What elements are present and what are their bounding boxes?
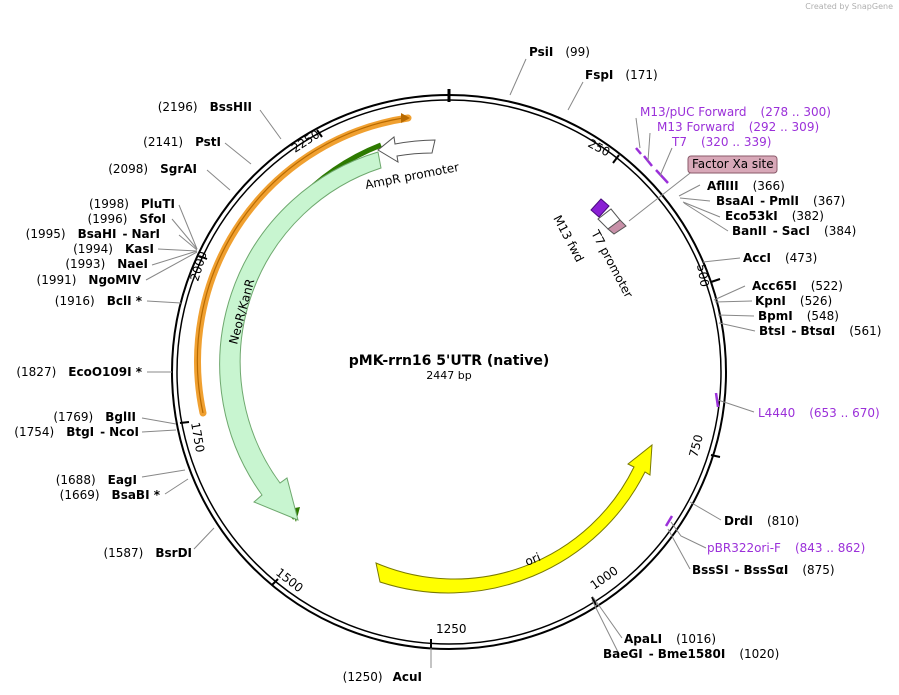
t7-promoter-arrow-b: [607, 219, 627, 235]
site-acci: AccI(473): [743, 251, 817, 265]
site-bsshii: (2196)BssHII: [158, 100, 252, 114]
plasmid-name: pMK-rrn16 5'UTR (native): [349, 353, 549, 369]
tick-500: 500: [694, 263, 712, 288]
ampr-promoter-arrow: [377, 136, 436, 163]
snapgene-watermark: Created by SnapGene: [805, 2, 893, 11]
m13fwd-arrow: [590, 198, 610, 218]
tick-750: 750: [686, 433, 705, 459]
site-kasi: (1994)KasI: [73, 242, 154, 256]
scale-ticks: [179, 129, 721, 648]
factorxa-box: [687, 155, 778, 174]
primer-pbr322: pBR322ori-F(843 .. 862): [707, 541, 865, 555]
site-bsahi: (1995)BsaHI-NarI: [26, 227, 160, 241]
m13fwd-label: M13 fwd: [550, 213, 586, 265]
leader-lines-left: [141, 109, 282, 550]
site-psti: (2141)PstI: [143, 135, 221, 149]
site-baegi: BaeGI-Bme1580I(1020): [603, 647, 779, 661]
ori-arrow: [375, 443, 653, 594]
tick-2000: 2000: [187, 250, 209, 283]
plasmid-size: 2447 bp: [426, 369, 471, 382]
site-naei: (1993)NaeI: [65, 257, 148, 271]
site-drdi: DrdI(810): [724, 514, 799, 528]
site-sgrai: (2098)SgrAI: [108, 162, 197, 176]
site-banii: BanII-SacI(384): [732, 224, 856, 238]
primer-m13f: M13 Forward(292 .. 309): [657, 120, 819, 134]
site-ecoo109i: (1827)EcoO109I *: [16, 365, 142, 379]
site-afliii: AflIII(366): [707, 179, 785, 193]
primer-l4440: L4440(653 .. 670): [758, 406, 880, 420]
site-bsabi: (1669)BsaBI *: [60, 488, 161, 502]
tick-1750: 1750: [188, 421, 207, 454]
site-eco53ki: Eco53kI(382): [725, 209, 824, 223]
tick-250: 250: [586, 136, 613, 159]
site-pluti: (1998)PluTI: [89, 197, 175, 211]
site-bglii: (1769)BglII: [53, 410, 136, 424]
neokan-arrow: [219, 151, 382, 521]
site-psii: PsiI(99): [529, 45, 590, 59]
site-btsi: BtsI-BtsαI(561): [759, 324, 882, 338]
orange-arc-core: [196, 117, 404, 414]
tick-1250: 1250: [436, 622, 467, 636]
site-btgi: (1754)BtgI-NcoI: [14, 425, 139, 439]
primer-t7: T7(320 .. 339): [671, 135, 771, 149]
t7-promoter-label: T7 promoter: [588, 227, 636, 300]
factorxa-leader: [628, 169, 695, 222]
primer-m13puc: M13/pUC Forward(278 .. 300): [640, 105, 831, 119]
factorxa-label: Factor Xa site: [692, 157, 774, 171]
site-eagi: (1688)EagI: [56, 473, 137, 487]
site-fspi: FspI(171): [585, 68, 658, 82]
tick-1000: 1000: [588, 563, 621, 592]
site-bcli: (1916)BclI *: [55, 294, 143, 308]
site-bsssi: BssSI-BssSαI(875): [692, 563, 835, 577]
site-acc65i: Acc65I(522): [752, 279, 843, 293]
site-apali: ApaLI(1016): [624, 632, 716, 646]
site-bsaai: BsaAI-PmlI(367): [716, 194, 845, 208]
site-ngomiv: (1991)NgoMIV: [37, 273, 142, 287]
ori-label: ori: [523, 550, 543, 569]
site-bsrdi: (1587)BsrDI: [103, 546, 192, 560]
site-sfoi: (1996)SfoI: [88, 212, 166, 226]
site-kpni: KpnI(526): [755, 294, 832, 308]
leader-lines-right: [430, 58, 756, 668]
site-acui: (1250)AcuI: [343, 670, 422, 684]
site-bpmi: BpmI(548): [758, 309, 839, 323]
orange-arc-head: [401, 113, 410, 123]
